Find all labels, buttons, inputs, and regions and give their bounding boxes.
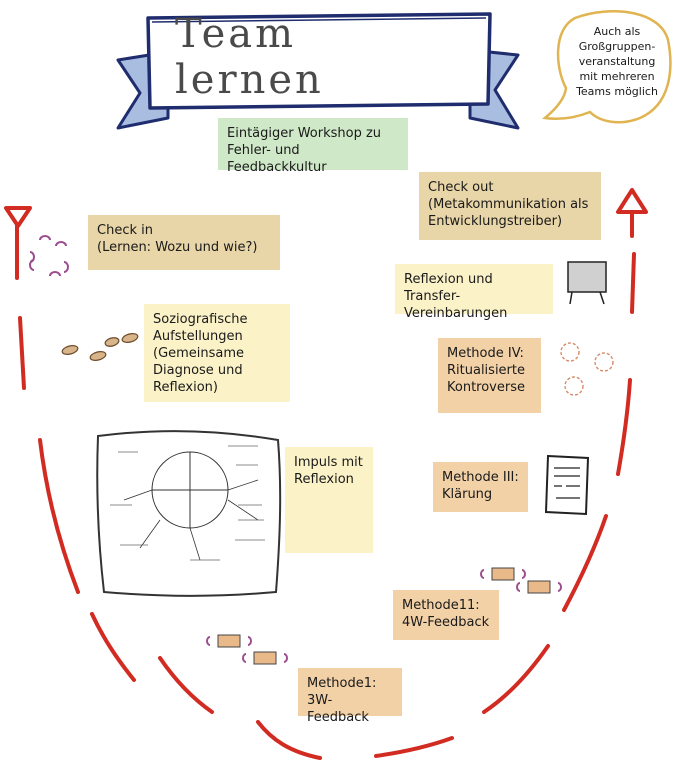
methode3-note: Methode III: Klärung (433, 462, 528, 512)
check-out-note: Check out (Metakommunikation als Entwick… (419, 172, 601, 240)
title-banner (116, 12, 520, 130)
impuls-note: Impuls mit Reflexion (285, 447, 373, 553)
check-in-note: Check in (Lernen: Wozu und wie?) (88, 215, 280, 270)
soziografische-note: Soziografische Aufstellungen (Gemeinsame… (144, 304, 290, 402)
methode1-note: Methode1: 3W-Feedback (298, 668, 402, 725)
flipchart-icon (567, 261, 607, 305)
people-circle-icon (29, 235, 69, 277)
speech-bubble-text: Auch als Großgruppen- veranstaltung mit … (576, 25, 658, 98)
footprints-icon (61, 333, 139, 361)
people-cluster-icon (560, 342, 614, 396)
page-title: Team lernen (175, 11, 324, 103)
subtitle-note: Eintägiger Workshop zu Fehler- und Feedb… (218, 118, 408, 175)
reflexion-note: Reflexion und Transfer- Vereinbarungen (395, 264, 553, 321)
table-group-icon (206, 567, 562, 665)
left-arrow (4, 206, 322, 760)
mindmap-sketch-icon (96, 430, 282, 597)
methode4-note: Methode IV: Ritualisierte Kontroverse (438, 338, 541, 413)
speech-bubble (542, 10, 672, 124)
document-icon (544, 454, 590, 516)
right-arrow (374, 188, 648, 758)
methode2-note: Methode11: 4W-Feedback (393, 590, 499, 640)
